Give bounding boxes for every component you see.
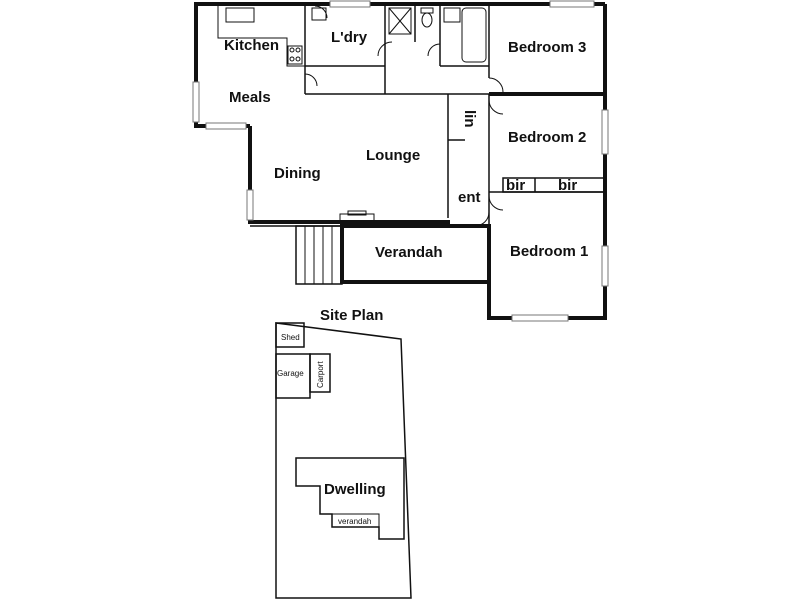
bedroom2-label: Bedroom 2 [508, 129, 586, 146]
lounge-label: Lounge [366, 147, 420, 164]
site-verandah-outline [331, 513, 380, 528]
shed-label: Shed [281, 333, 300, 342]
interior-walls [304, 4, 606, 226]
bedroom1-label: Bedroom 1 [510, 243, 588, 260]
lot-boundary [275, 322, 412, 599]
bedroom3-label: Bedroom 3 [508, 39, 586, 56]
dining-label: Dining [274, 165, 321, 182]
meals-label: Meals [229, 89, 271, 106]
shed-outline [275, 322, 305, 348]
verandah-label: Verandah [375, 244, 443, 261]
laundry-label: L'dry [331, 29, 368, 46]
carport-label: Carport [316, 361, 325, 388]
bir2-label: bir [558, 177, 577, 194]
dwelling-label: Dwelling [324, 481, 386, 498]
site-plan: Site Plan Shed Garage Carport Dwelling v… [275, 307, 412, 599]
entry-label: ent [458, 189, 481, 206]
garage-label: Garage [277, 369, 304, 378]
site-verandah-label: verandah [338, 517, 371, 526]
doors [304, 5, 504, 227]
bir1-label: bir [506, 177, 525, 194]
fixtures [217, 4, 491, 285]
lin-label: lin [461, 110, 478, 128]
windows [192, 0, 609, 322]
kitchen-label: Kitchen [224, 37, 279, 54]
site-plan-title: Site Plan [320, 307, 383, 324]
room-labels: Kitchen L'dry Bedroom 3 Meals lin Bedroo… [224, 29, 588, 261]
carport-outline [309, 353, 331, 393]
